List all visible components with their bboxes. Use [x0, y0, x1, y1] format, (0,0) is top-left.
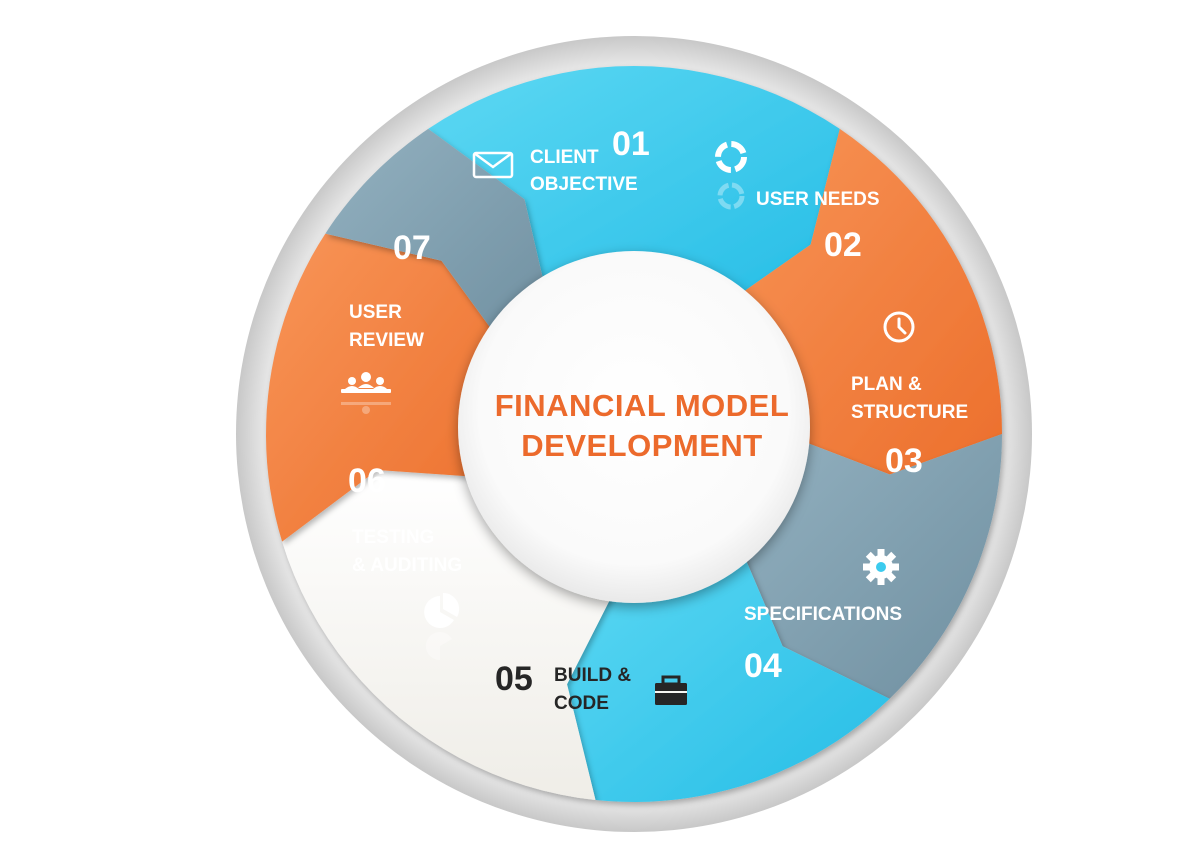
step-01: CLIENT OBJECTIVE 01 — [472, 125, 650, 195]
step-03: PLAN & STRUCTURE 03 — [851, 311, 968, 480]
gear-icon — [863, 549, 899, 585]
segment-06 — [266, 233, 509, 542]
step-04: SPECIFICATIONS 04 — [744, 549, 902, 685]
step-05-number: 05 — [495, 660, 533, 698]
step-07-label-line2: REVIEW — [349, 330, 424, 351]
meeting-reflection — [341, 402, 391, 414]
meeting-icon — [341, 372, 391, 393]
envelope-icon — [472, 151, 514, 179]
step-01-label-line2: OBJECTIVE — [530, 174, 638, 195]
step-01-label-line1: CLIENT — [530, 147, 599, 168]
segment-04 — [567, 541, 890, 802]
segment-01 — [428, 66, 840, 310]
step-05-label-line1: BUILD & — [554, 665, 631, 686]
pie-chart-icon — [424, 592, 460, 628]
step-04-label-line1: SPECIFICATIONS — [744, 604, 902, 625]
step-07-number: 07 — [393, 229, 431, 267]
clock-icon — [883, 311, 915, 343]
cycle-arrows-reflection — [717, 182, 745, 210]
cycle-arrows-icon — [715, 141, 747, 173]
center-title-line1: FINANCIAL MODEL — [495, 388, 790, 423]
step-01-number: 01 — [612, 125, 650, 163]
step-06-label-line1: TESTING — [352, 527, 434, 548]
step-03-number: 03 — [885, 442, 923, 480]
pie-chart-reflection — [425, 632, 452, 661]
step-06: 06 TESTING & AUDITING — [348, 462, 462, 661]
step-06-number: 06 — [348, 462, 386, 500]
step-03-label-line1: PLAN & — [851, 374, 922, 395]
step-07: 07 USER REVIEW — [341, 229, 431, 414]
center-hub — [458, 251, 810, 603]
center-title-line2: DEVELOPMENT — [521, 428, 762, 463]
briefcase-icon — [655, 675, 687, 705]
step-07-label-line1: USER — [349, 302, 402, 323]
step-02-number: 02 — [824, 226, 862, 264]
step-05-label-line2: CODE — [554, 693, 609, 714]
step-05: 05 BUILD & CODE — [495, 660, 687, 714]
segment-07 — [325, 128, 551, 353]
step-02: USER NEEDS 02 — [715, 141, 880, 264]
step-04-number: 04 — [744, 647, 782, 685]
step-02-label-line1: USER NEEDS — [756, 189, 880, 210]
step-06-label-line2: & AUDITING — [352, 555, 462, 576]
step-03-label-line2: STRUCTURE — [851, 402, 968, 423]
segments-group — [266, 66, 1002, 802]
